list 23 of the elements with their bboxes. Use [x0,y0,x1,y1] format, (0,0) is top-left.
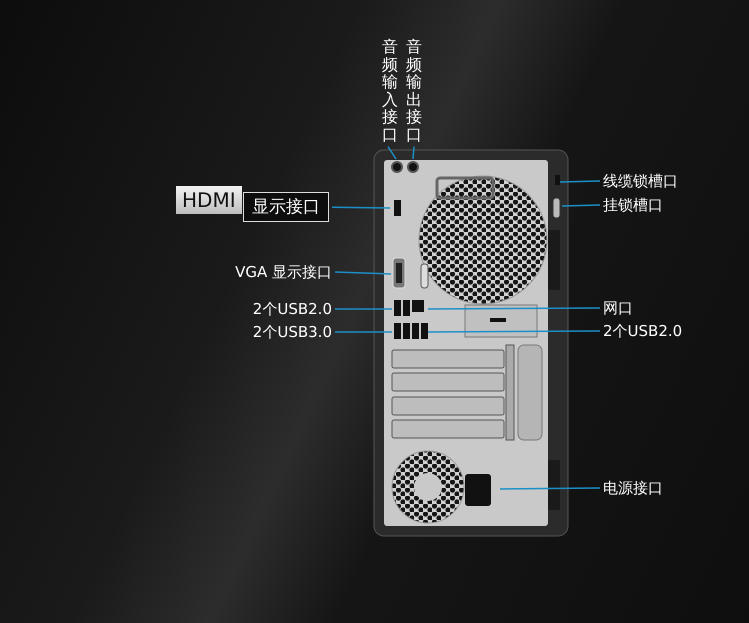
leader-line [500,487,600,490]
port-label: 音频输出接口 [406,38,422,144]
leader-line [428,307,600,310]
leader-line [335,308,392,310]
port-label: VGA 显示接口 [235,263,332,281]
port-label: 2个USB3.0 [252,323,332,341]
leader-line [562,204,600,207]
port-label: 显示接口 [243,192,329,222]
port-label: 线缆锁槽口 [603,172,678,190]
leader-line [412,146,415,160]
port-label: 挂锁槽口 [603,196,663,214]
leader-line [428,330,600,333]
port-label: 电源接口 [603,479,663,497]
leader-line [387,146,397,160]
leader-line [334,271,392,275]
port-label: 网口 [603,299,633,317]
leader-line [332,206,390,209]
port-label: 2个USB2.0 [603,322,682,340]
leader-line [335,331,392,333]
port-label: 2个USB2.0 [252,300,332,318]
interface-tag: HDMI [176,186,242,214]
leader-line [560,180,600,183]
port-label: 音频输入接口 [382,38,398,144]
